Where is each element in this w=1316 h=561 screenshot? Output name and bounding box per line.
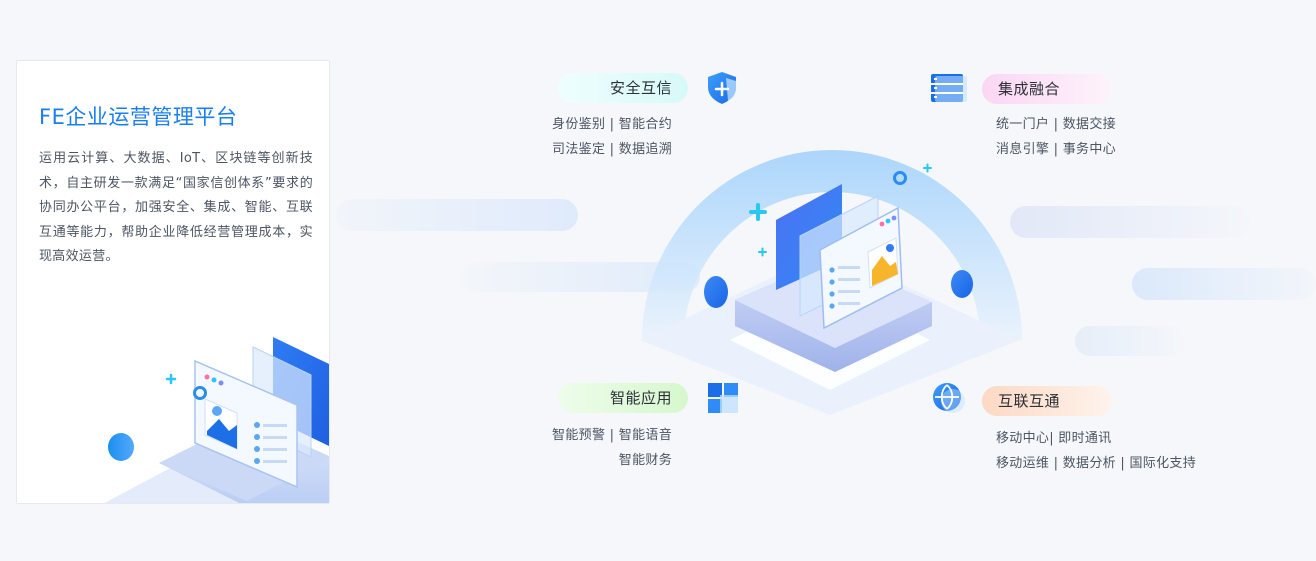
feature-interconnect-line: 移动运维 | 数据分析 | 国际化支持: [996, 456, 1196, 471]
feature-integration-line: 消息引擎 | 事务中心: [996, 142, 1116, 157]
laptop-illustration: [104, 337, 329, 503]
shield-plus-icon: [708, 72, 736, 104]
feature-integration-title: 集成融合: [998, 80, 1061, 98]
decor-streak: [1132, 268, 1316, 300]
feature-intelligence-line: 智能财务: [618, 453, 672, 468]
feature-security-line: 身份鉴别 | 智能合约: [552, 117, 672, 132]
decor-streak: [336, 199, 578, 231]
feature-security-title: 安全互信: [609, 79, 672, 97]
globe-network-icon: [933, 383, 965, 413]
intro-card: FE企业运营管理平台 运用云计算、大数据、IoT、区块链等创新技术，自主研发一款…: [16, 60, 330, 504]
server-stack-icon: [931, 74, 967, 102]
feature-intelligence-pill: 智能应用: [558, 383, 688, 413]
feature-security-line: 司法鉴定 | 数据追溯: [552, 142, 672, 157]
decor-streak: [1075, 326, 1185, 356]
feature-security-pill: 安全互信: [558, 73, 688, 103]
card-title: FE企业运营管理平台: [39, 105, 238, 129]
platform-illustration: [640, 150, 1022, 415]
app-grid-icon: [708, 383, 738, 413]
feature-integration-desc: 统一门户 | 数据交接 消息引擎 | 事务中心: [996, 112, 1176, 162]
feature-integration-line: 统一门户 | 数据交接: [996, 117, 1116, 132]
feature-interconnect-line: 移动中心| 即时通讯: [996, 431, 1112, 446]
feature-interconnect-pill: 互联互通: [982, 386, 1112, 416]
feature-interconnect-desc: 移动中心| 即时通讯 移动运维 | 数据分析 | 国际化支持: [996, 426, 1226, 476]
feature-interconnect-title: 互联互通: [998, 392, 1061, 410]
card-description: 运用云计算、大数据、IoT、区块链等创新技术，自主研发一款满足“国家信创体系”要…: [39, 151, 313, 264]
feature-security-desc: 身份鉴别 | 智能合约 司法鉴定 | 数据追溯: [500, 112, 672, 162]
feature-intelligence-line: 智能预警 | 智能语音: [552, 428, 672, 443]
feature-integration-pill: 集成融合: [982, 74, 1112, 104]
feature-intelligence-title: 智能应用: [609, 389, 672, 407]
decor-streak: [1010, 206, 1250, 238]
feature-intelligence-desc: 智能预警 | 智能语音 智能财务: [500, 423, 672, 473]
